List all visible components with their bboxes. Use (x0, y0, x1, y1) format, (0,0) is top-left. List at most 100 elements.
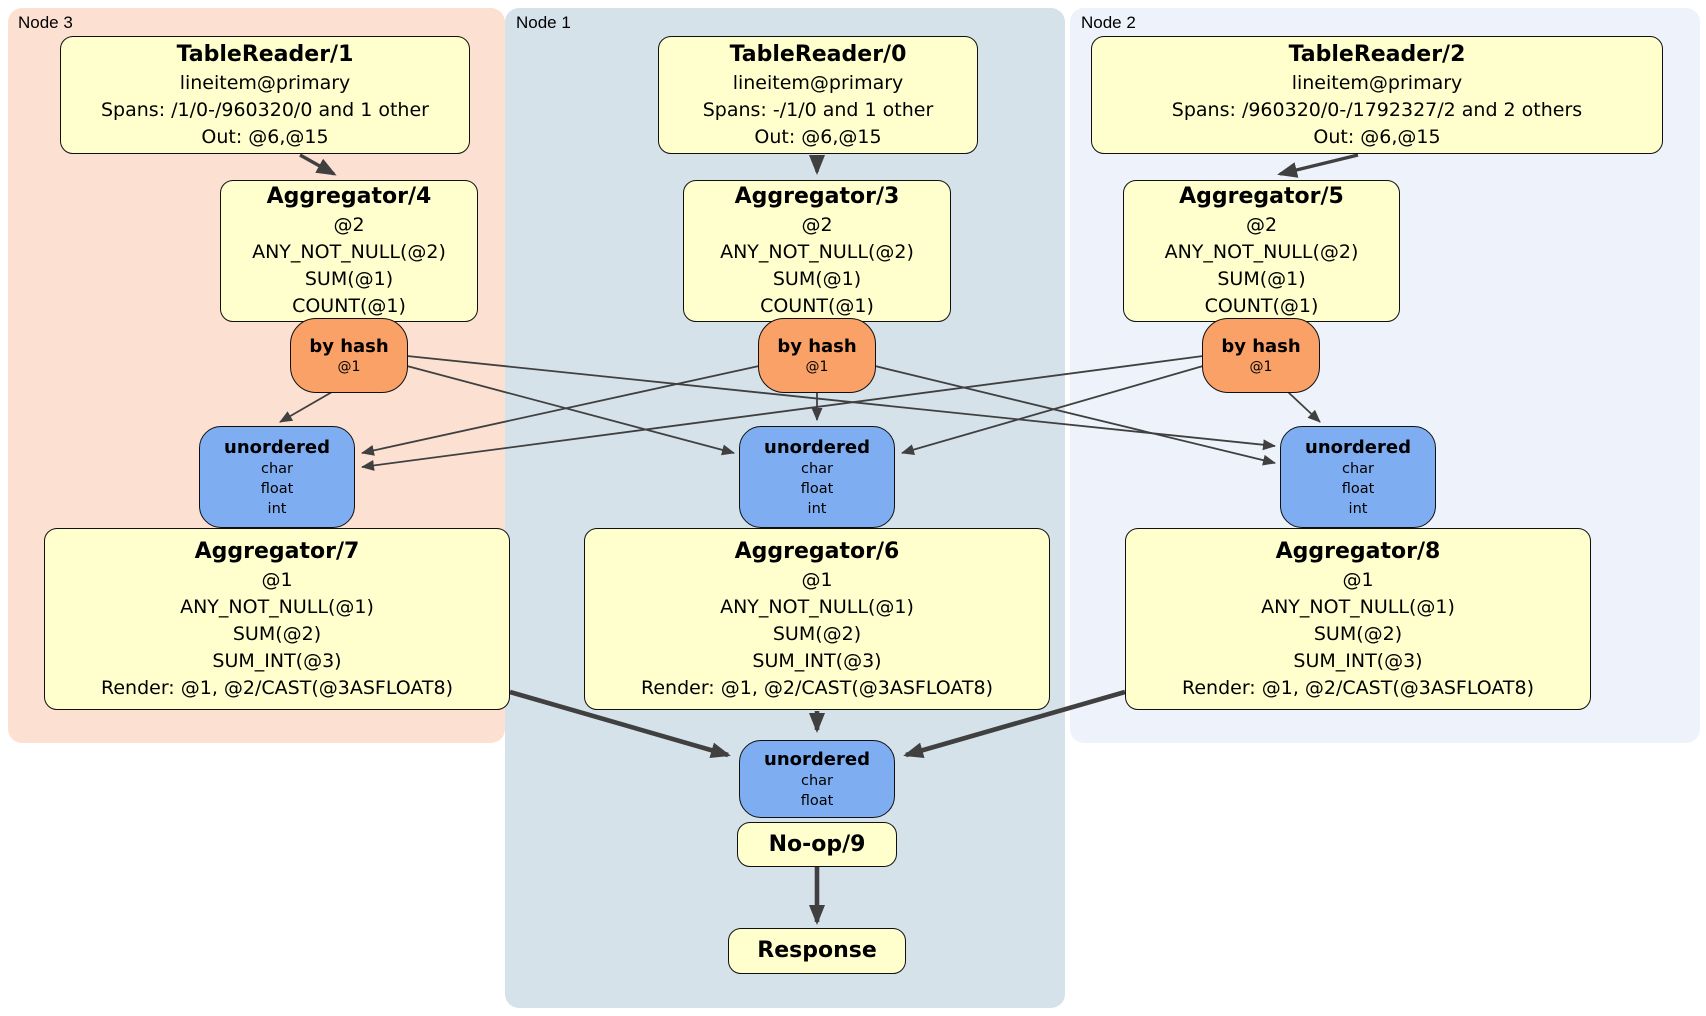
processor-detail: SUM(@1) (304, 268, 394, 290)
edge-r3-u1 (406, 365, 735, 456)
processor-title: Aggregator/6 (734, 538, 900, 564)
sync-unordered-final: unordered char float (739, 740, 895, 818)
processor-title: Response (757, 938, 877, 963)
router-detail: @1 (1249, 358, 1273, 375)
router-title: by hash (309, 335, 389, 357)
sync-column: char (800, 772, 833, 789)
sync-title: unordered (764, 748, 870, 770)
router-by-hash-node1: by hash @1 (758, 318, 876, 393)
processor-tablereader-2: TableReader/2 lineitem@primary Spans: /9… (1091, 36, 1663, 154)
sync-column: char (800, 460, 833, 477)
sync-unordered-node1: unordered char float int (739, 426, 895, 528)
processor-detail: @1 (801, 568, 833, 591)
processor-detail: SUM_INT(@3) (1293, 649, 1423, 672)
region-label-node1: Node 1 (516, 13, 571, 32)
sync-column: float (260, 480, 294, 497)
processor-detail: Render: @1, @2/CAST(@3ASFLOAT8) (641, 676, 993, 699)
processor-aggregator-3: Aggregator/3 @2 ANY_NOT_NULL(@2) SUM(@1)… (683, 180, 951, 322)
processor-detail: ANY_NOT_NULL(@2) (1164, 241, 1359, 263)
processor-detail: COUNT(@1) (1204, 295, 1319, 317)
sync-unordered-node3: unordered char float int (199, 426, 355, 528)
processor-aggregator-5: Aggregator/5 @2 ANY_NOT_NULL(@2) SUM(@1)… (1123, 180, 1400, 322)
processor-detail: lineitem@primary (732, 71, 904, 94)
sync-column: int (267, 500, 287, 517)
processor-detail: @1 (261, 568, 293, 591)
router-title: by hash (1221, 335, 1301, 357)
edge-tr2-agg5 (1277, 153, 1359, 178)
sync-column: float (800, 792, 834, 809)
processor-tablereader-0: TableReader/0 lineitem@primary Spans: -/… (658, 36, 978, 154)
processor-aggregator-4: Aggregator/4 @2 ANY_NOT_NULL(@2) SUM(@1)… (220, 180, 478, 322)
sync-title: unordered (1305, 436, 1411, 458)
edge-r2-u1 (901, 365, 1204, 455)
region-label-node2: Node 2 (1081, 13, 1136, 32)
processor-detail: @2 (1245, 214, 1278, 236)
processor-detail: @2 (801, 214, 833, 236)
processor-title: Aggregator/3 (734, 184, 900, 209)
processor-detail: Render: @1, @2/CAST(@3ASFLOAT8) (1182, 676, 1534, 699)
processor-detail: SUM(@2) (232, 622, 322, 645)
processor-detail: Spans: /1/0-/960320/0 and 1 other (101, 98, 429, 121)
processor-detail: ANY_NOT_NULL(@1) (720, 595, 914, 618)
processor-detail: ANY_NOT_NULL(@1) (180, 595, 374, 618)
processor-detail: SUM_INT(@3) (752, 649, 882, 672)
edge-agg7-ufinal (509, 689, 731, 758)
sync-title: unordered (764, 436, 870, 458)
processor-title: No-op/9 (768, 831, 866, 857)
processor-title: Aggregator/8 (1275, 538, 1441, 564)
processor-detail: COUNT(@1) (760, 295, 874, 317)
processor-detail: lineitem@primary (1291, 71, 1463, 94)
processor-detail: Out: @6,@15 (754, 125, 882, 148)
processor-detail: SUM_INT(@3) (212, 649, 342, 672)
sync-unordered-node2: unordered char float int (1280, 426, 1436, 528)
processor-detail: Render: @1, @2/CAST(@3ASFLOAT8) (101, 676, 453, 699)
edge-r1-u3 (361, 365, 760, 456)
processor-detail: @2 (333, 214, 365, 236)
router-by-hash-node3: by hash @1 (290, 318, 408, 393)
edge-r3-u3 (279, 391, 333, 423)
sync-column: char (1341, 460, 1374, 477)
edge-r1-u2 (874, 365, 1276, 466)
router-by-hash-node2: by hash @1 (1202, 318, 1320, 393)
sync-column: int (1348, 500, 1368, 517)
processor-aggregator-8: Aggregator/8 @1 ANY_NOT_NULL(@1) SUM(@2)… (1125, 528, 1591, 710)
processor-detail: lineitem@primary (179, 71, 351, 94)
processor-detail: SUM(@2) (772, 622, 862, 645)
processor-aggregator-7: Aggregator/7 @1 ANY_NOT_NULL(@1) SUM(@2)… (44, 528, 510, 710)
edge-r3-u2 (406, 355, 1276, 451)
edge-r2-u3 (361, 355, 1204, 471)
processor-detail: ANY_NOT_NULL(@1) (1261, 595, 1455, 618)
processor-title: TableReader/2 (1288, 41, 1466, 67)
edge-tr1-agg4 (299, 153, 337, 176)
sync-column: int (807, 500, 827, 517)
processor-title: Aggregator/5 (1179, 184, 1344, 209)
processor-title: Aggregator/4 (266, 184, 432, 209)
processor-title: TableReader/0 (729, 41, 907, 67)
processor-tablereader-1: TableReader/1 lineitem@primary Spans: /1… (60, 36, 470, 154)
processor-detail: ANY_NOT_NULL(@2) (252, 241, 446, 263)
sync-column: float (800, 480, 834, 497)
processor-detail: Spans: -/1/0 and 1 other (702, 98, 934, 121)
processor-title: Aggregator/7 (194, 538, 360, 564)
processor-noop-9: No-op/9 (737, 822, 897, 867)
router-title: by hash (777, 335, 857, 357)
edge-agg8-ufinal (903, 689, 1126, 758)
processor-detail: Out: @6,@15 (201, 125, 329, 148)
processor-detail: SUM(@1) (1217, 268, 1306, 290)
processor-detail: @1 (1342, 568, 1374, 591)
processor-detail: ANY_NOT_NULL(@2) (720, 241, 914, 263)
processor-detail: Spans: /960320/0-/1792327/2 and 2 others (1171, 98, 1583, 121)
processor-title: TableReader/1 (176, 41, 354, 67)
router-detail: @1 (337, 358, 361, 375)
processor-detail: COUNT(@1) (292, 295, 406, 317)
processor-aggregator-6: Aggregator/6 @1 ANY_NOT_NULL(@1) SUM(@2)… (584, 528, 1050, 710)
processor-detail: Out: @6,@15 (1313, 125, 1441, 148)
sync-title: unordered (224, 436, 330, 458)
router-detail: @1 (805, 358, 829, 375)
sync-column: char (260, 460, 293, 477)
processor-response: Response (728, 928, 906, 974)
sync-column: float (1341, 480, 1375, 497)
processor-detail: SUM(@2) (1313, 622, 1403, 645)
